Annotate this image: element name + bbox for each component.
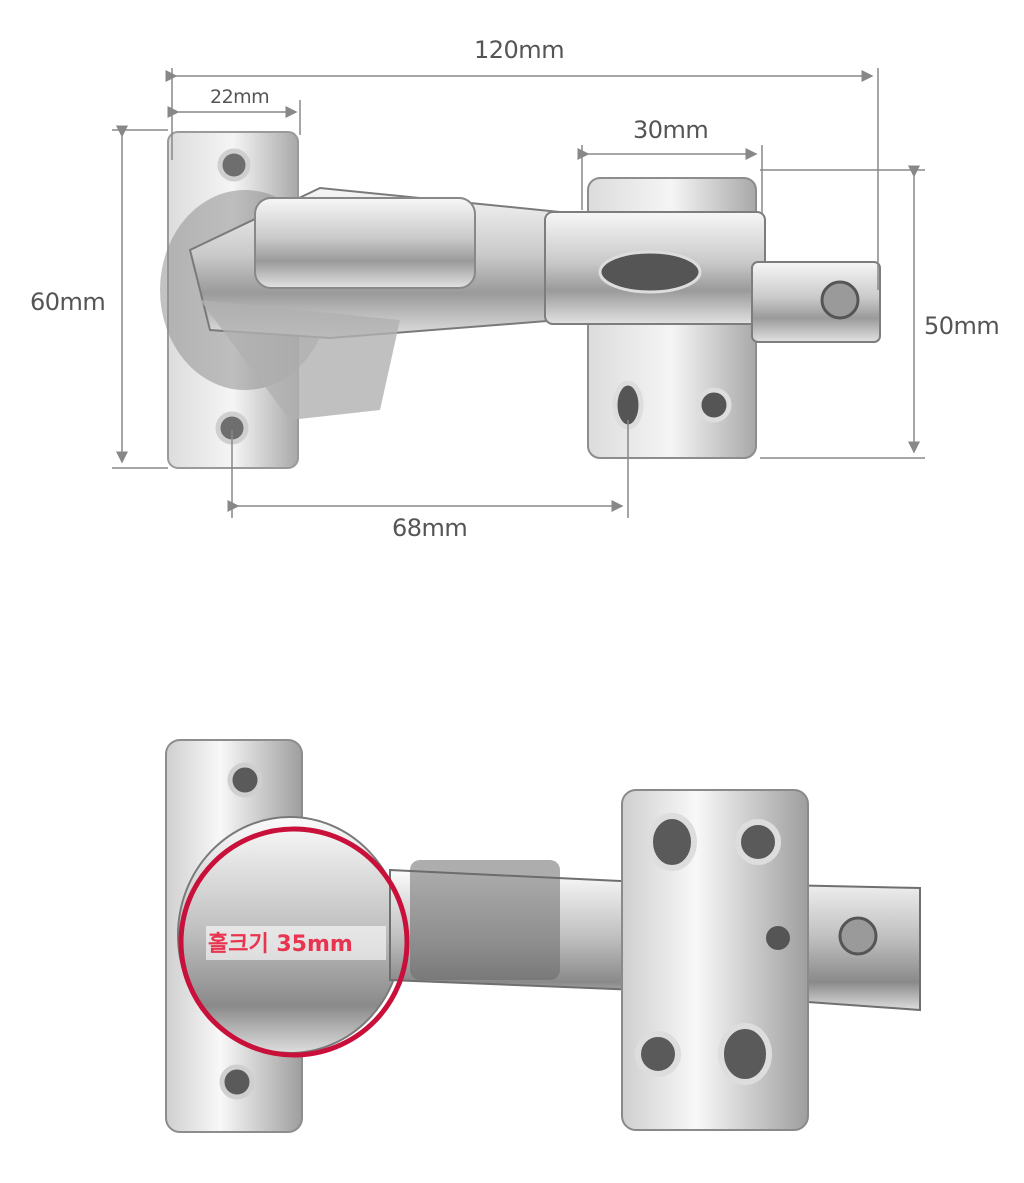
mounting-plate-bottom	[621, 789, 878, 1131]
hinge-top-view	[112, 68, 925, 518]
mounting-plate	[544, 177, 881, 459]
hole-size-highlight	[178, 826, 410, 1058]
mount-hole-right	[696, 387, 732, 423]
dim-mount-slot-width: 30mm	[633, 116, 709, 144]
dim-overall-length: 120mm	[474, 36, 565, 64]
hinge-arm	[188, 186, 561, 420]
screw-hole-top	[217, 148, 251, 182]
dimension-lines	[112, 68, 925, 518]
dim-mount-plate-height: 50mm	[924, 312, 1000, 340]
hinge-bottom-view: 홀크기 35mm	[165, 739, 921, 1133]
dim-cup-plate-height: 60mm	[30, 288, 106, 316]
dim-cup-plate-width: 22mm	[210, 86, 270, 108]
adjustment-slot	[598, 250, 702, 294]
adjust-screw	[820, 280, 860, 320]
hole-size-label: 홀크기 35mm	[208, 931, 353, 957]
dim-hole-spacing: 68mm	[392, 514, 468, 542]
